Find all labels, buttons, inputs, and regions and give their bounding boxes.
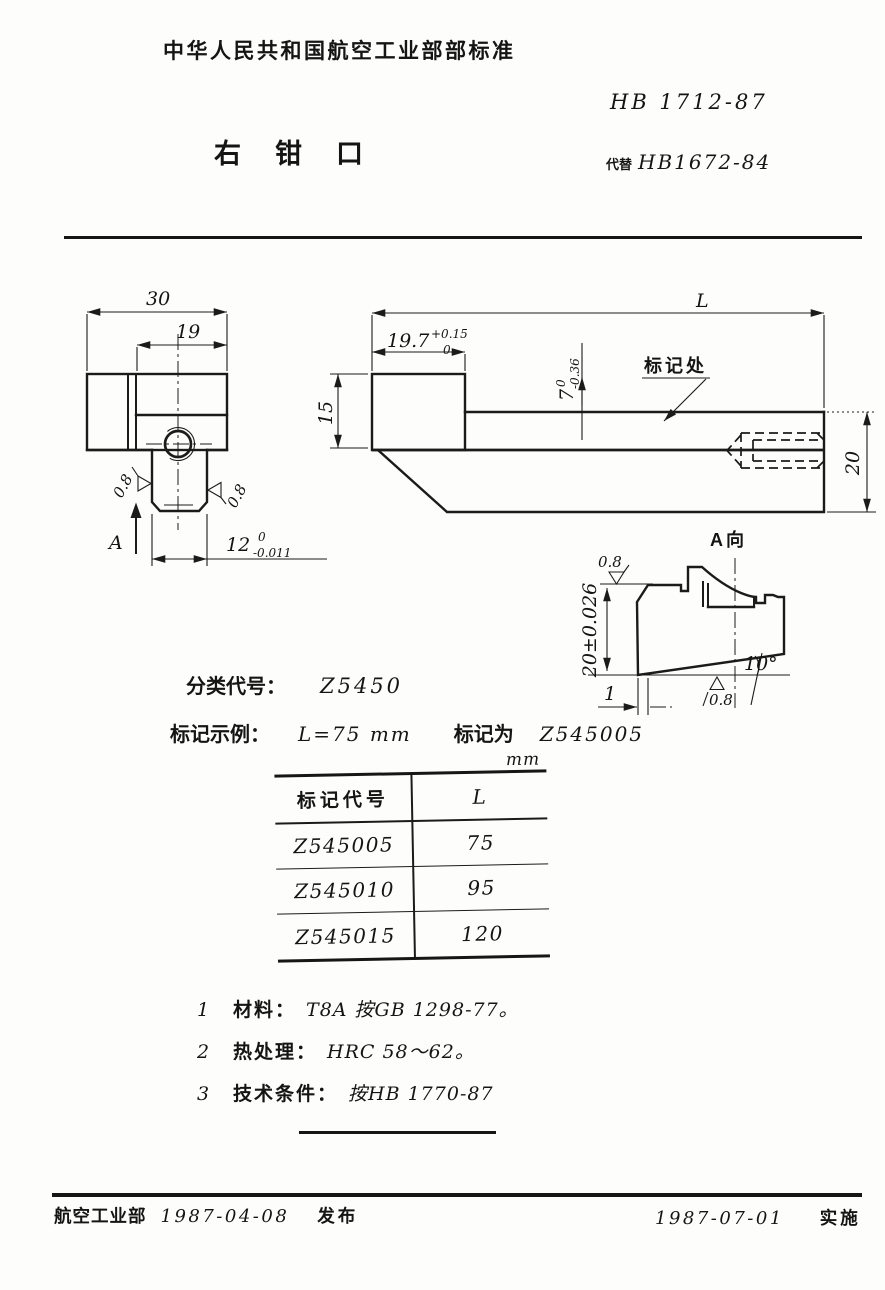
table-code-cell: Z545010 xyxy=(294,877,396,904)
classification-row: 分类代号： Z5450 xyxy=(186,670,403,699)
release-label: 发布 xyxy=(317,1206,359,1226)
roughness-symbol-right-icon xyxy=(206,481,222,499)
dim-slot-upper-tol: 0 xyxy=(258,530,266,544)
release-date: 1987-04-08 xyxy=(160,1206,290,1227)
footer-org: 航空工业部 xyxy=(54,1206,147,1226)
dim-width-30: 30 xyxy=(146,288,170,310)
dim-plate-upper-tol: 0 xyxy=(554,379,568,387)
table-length-cell: 120 xyxy=(413,909,550,957)
view-a: A向 0.8 20±0.026 10° 0.8 1 xyxy=(579,529,790,715)
table-code-cell: Z545015 xyxy=(294,922,397,949)
footer-implement-info: 1987-07-01 实施 xyxy=(655,1205,861,1230)
standard-number: HB 1712-87 xyxy=(610,90,768,114)
table-header-row: 标记代号 L xyxy=(274,772,548,825)
roughness-left-value: 0.8 xyxy=(109,471,136,501)
table-code-cell: Z545005 xyxy=(293,832,395,859)
table-col2-header: L xyxy=(410,772,548,821)
notes-end-rule xyxy=(299,1131,496,1134)
marked-as-label: 标记为 xyxy=(453,724,514,746)
roughness-right-value: 0.8 xyxy=(223,481,250,511)
view-a-outline xyxy=(635,565,786,677)
spec-table: mm 标记代号 L Z545005 75 Z545010 95 Z545015 … xyxy=(274,749,550,963)
note-value: HRC 58～62。 xyxy=(327,1041,475,1063)
marking-example-label: 标记示例： xyxy=(170,724,270,746)
view-a-title: A向 xyxy=(710,529,747,550)
dim-a-height: 20±0.026 xyxy=(579,583,601,679)
view-a-label: A xyxy=(107,532,123,554)
header-divider-rule xyxy=(64,236,862,239)
roughness-symbol-top-icon xyxy=(608,571,625,586)
roughness-symbol-left-icon xyxy=(137,475,153,492)
dim-height-20: 20 xyxy=(842,451,864,476)
dim-height-15: 15 xyxy=(315,401,337,425)
marking-example-row: 标记示例： L=75 mm 标记为 Z545005 xyxy=(170,718,644,747)
table-length-cell: 75 xyxy=(411,819,549,866)
note-label: 材料： xyxy=(233,1000,297,1021)
dim-step-lower-tol: 0 xyxy=(443,343,451,357)
thread-arc xyxy=(167,427,196,462)
marking-place-label: 标记处 xyxy=(643,355,707,376)
replaces-label: 代替 xyxy=(606,157,633,172)
classification-label: 分类代号： xyxy=(186,676,286,698)
table-length-cell: 95 xyxy=(412,864,550,911)
implement-date: 1987-07-01 xyxy=(655,1208,784,1229)
table-row: Z545005 75 xyxy=(275,819,549,870)
replaces-note: 代替 HB1672-84 xyxy=(606,150,771,174)
dim-angle-10deg: 10° xyxy=(744,653,778,675)
roughness-symbol-bottom-icon xyxy=(709,675,725,691)
dim-length-L: L xyxy=(695,290,709,312)
note-value: T8A 按GB 1298-77。 xyxy=(306,999,519,1021)
tenon-outline xyxy=(150,448,209,513)
roughness-top-value: 0.8 xyxy=(598,553,622,571)
marking-place-leader xyxy=(663,378,707,422)
dim-plate-lower-tol: -0.36 xyxy=(568,358,582,389)
marking-example-condition: L=75 mm xyxy=(298,722,412,746)
hole-circle xyxy=(163,429,193,459)
dim-slot-12: 12 xyxy=(226,534,250,556)
side-view: L 19.7 +0.15 0 15 7 0 -0.36 标记处 xyxy=(315,290,876,514)
table-row: Z545015 120 xyxy=(277,909,550,959)
notes-section: 1 材料： T8A 按GB 1298-77。 2 热处理： HRC 58～62。… xyxy=(197,995,519,1121)
note-row: 1 材料： T8A 按GB 1298-77。 xyxy=(197,995,519,1022)
note-label: 技术条件： xyxy=(233,1084,339,1105)
note-row: 2 热处理： HRC 58～62。 xyxy=(197,1037,519,1064)
footer-rule xyxy=(52,1193,862,1197)
table-row: Z545010 95 xyxy=(276,864,550,915)
roughness-bottom-value: 0.8 xyxy=(709,691,733,709)
dim-offset-1: 1 xyxy=(604,683,616,705)
classification-code: Z5450 xyxy=(320,674,404,698)
implement-label: 实施 xyxy=(819,1208,861,1228)
note-value: 按HB 1770-87 xyxy=(348,1083,494,1105)
hidden-thread-hole xyxy=(726,432,825,469)
dim-plate-7: 7 xyxy=(556,388,578,401)
footer-release-info: 航空工业部 1987-04-08 发布 xyxy=(54,1203,358,1228)
body-outline xyxy=(377,410,826,514)
engineering-drawing: 30 19 0.8 0.8 A xyxy=(85,288,876,715)
dim-step-upper-tol: +0.15 xyxy=(431,327,468,341)
note-row: 3 技术条件： 按HB 1770-87 xyxy=(197,1079,519,1106)
dim-slot-lower-tol: -0.011 xyxy=(253,546,291,560)
part-title: 右钳口 xyxy=(214,139,397,169)
note-number: 3 xyxy=(197,1083,210,1105)
view-a-arrowhead-icon xyxy=(130,502,142,518)
table-col1-header: 标记代号 xyxy=(296,789,390,813)
dim-inner-width-19: 19 xyxy=(176,321,200,343)
dim-step-19-7: 19.7 xyxy=(387,330,430,352)
standard-org-title: 中华人民共和国航空工业部部标准 xyxy=(163,40,516,63)
note-label: 热处理： xyxy=(233,1042,318,1063)
note-number: 1 xyxy=(197,999,210,1021)
note-number: 2 xyxy=(197,1041,210,1063)
replaces-number: HB1672-84 xyxy=(638,150,772,174)
front-view: 30 19 0.8 0.8 A xyxy=(85,288,327,566)
marking-example-code: Z545005 xyxy=(539,722,645,746)
